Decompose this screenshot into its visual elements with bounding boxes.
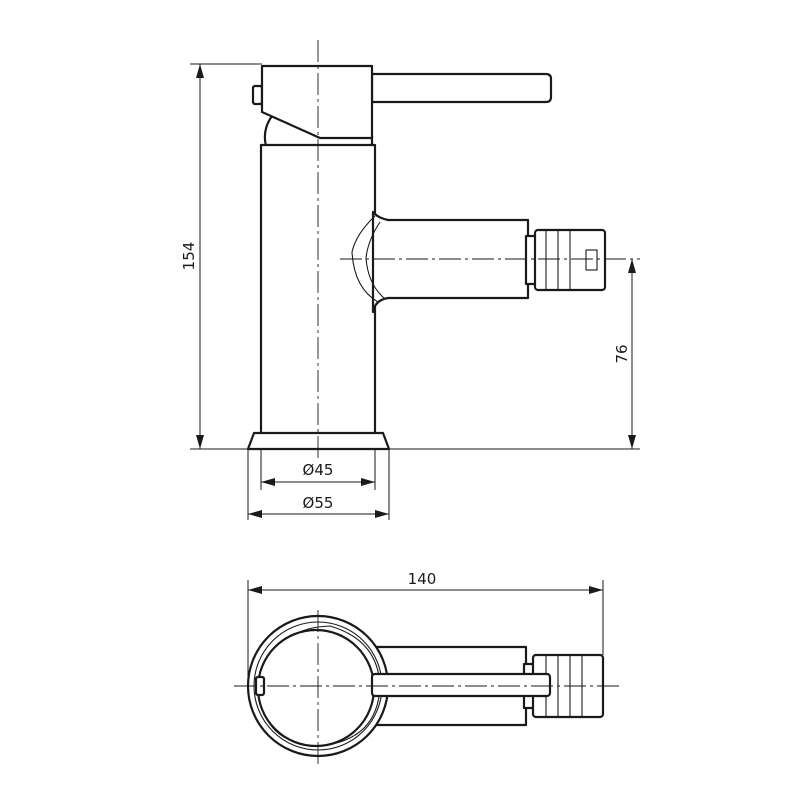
arrow-head: [628, 435, 636, 449]
arrow-head: [248, 586, 262, 594]
spout-curve-inner: [365, 221, 385, 299]
arrow-head: [196, 64, 204, 78]
body-diameter-label: Ø45: [303, 461, 334, 479]
cap-button: [251, 84, 264, 106]
spout: [371, 210, 530, 314]
top-dimensions: 140: [247, 570, 604, 686]
arrow-head: [375, 510, 389, 518]
spout-curve: [351, 215, 379, 303]
arrow-head: [196, 435, 204, 449]
lever-handle-top: [370, 672, 552, 698]
base-diameter-label: Ø55: [303, 494, 334, 512]
height-label: 154: [180, 242, 198, 271]
handle-cap-top: [256, 628, 376, 748]
arrow-head: [589, 586, 603, 594]
handle-head: [260, 64, 374, 140]
arrow-head: [361, 478, 375, 486]
arrow-head: [628, 259, 636, 273]
front-dimensions: 154 76 Ø45 Ø55: [180, 63, 640, 520]
arrow-head: [261, 478, 275, 486]
lever-handle: [370, 72, 553, 104]
arrow-head: [248, 510, 262, 518]
base-plate: [246, 431, 391, 451]
length-label: 140: [408, 570, 437, 588]
front-view: [246, 40, 640, 462]
spout-height-label: 76: [613, 344, 631, 363]
top-view: [234, 610, 620, 768]
nozzle-slot: [585, 249, 598, 271]
